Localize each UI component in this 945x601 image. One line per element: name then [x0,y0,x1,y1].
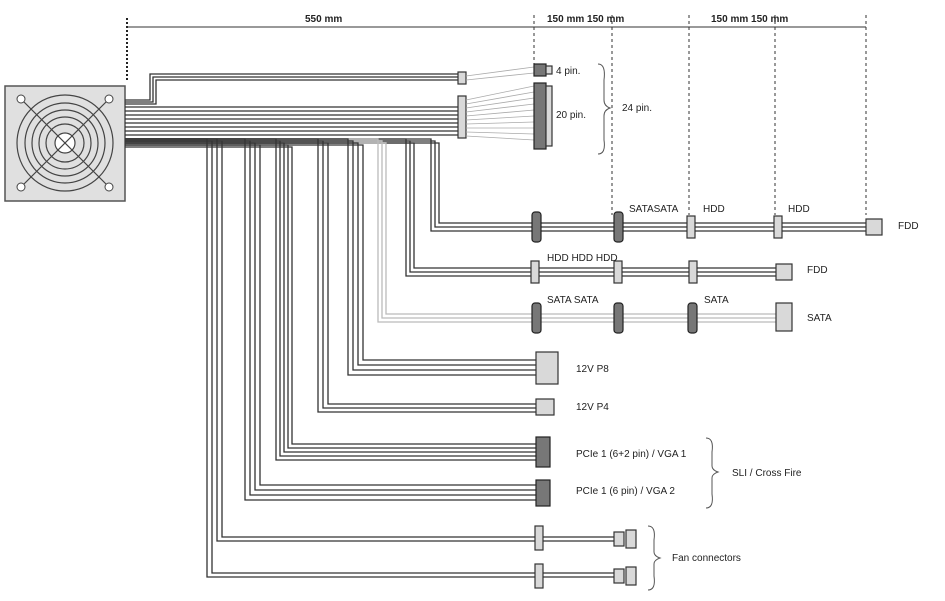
p8-connector-icon [535,351,559,385]
brace-fan [647,525,662,591]
label-20pin: 20 pin. [556,110,586,121]
label-hdd-row: HDD HDD HDD [547,253,618,264]
sata-connector-icon [531,302,542,334]
label-4pin: 4 pin. [556,66,580,77]
psu-unit [4,85,126,202]
label-fdd-mid: FDD [807,265,828,276]
label-fan: Fan connectors [672,553,741,564]
hdd-connector-icon [530,260,540,284]
fan-plug-icon [625,529,637,549]
connectors-pcie: PCIe 1 (6+2 pin) / VGA 1 PCIe 1 (6 pin) … [535,436,802,509]
label-pcie2: PCIe 1 (6 pin) / VGA 2 [576,486,675,497]
label-sata-end: SATA [807,313,832,324]
fdd-connector-icon [775,263,793,281]
label-pcie1: PCIe 1 (6+2 pin) / VGA 1 [576,449,687,460]
sata-connector-icon [613,211,624,243]
connectors-cpu: 12V P8 12V P4 [535,351,609,416]
label-p8: 12V P8 [576,364,609,375]
connectors-sata-row: SATA SATA SATA SATA [531,295,832,334]
dim-150-150-b: 150 mm 150 mm [711,14,788,25]
dim-150-150-a: 150 mm 150 mm [547,14,624,25]
hdd-connector-icon [688,260,698,284]
label-hdd-b: HDD [788,204,810,215]
connector-20pin-icon [533,82,553,150]
sata-power-connector-icon [775,302,793,332]
brace-24pin [597,63,612,155]
label-24pin: 24 pin. [622,103,652,114]
hdd-connector-icon [686,215,696,239]
fan-plug-icon [613,568,625,584]
dim-550: 550 mm [305,14,342,25]
pcie-8pin-connector-icon [535,436,551,468]
dimension-lines: 550 mm 150 mm 150 mm 150 mm 150 mm [126,14,867,215]
sata-connector-icon [687,302,698,334]
sata-connector-icon [531,211,542,243]
label-fdd-top: FDD [898,221,919,232]
label-sata-sata-top: SATASATA [629,204,679,215]
cable-trunk [125,138,870,578]
hdd-connector-icon [613,260,623,284]
fan-plug-icon [613,531,625,547]
pcie-6pin-connector-icon [535,479,551,507]
atx-cable-bundle: 4 pin. 20 pin. 24 pin. [125,63,652,155]
fan-connector-icon [534,525,544,551]
label-p4: 12V P4 [576,402,609,413]
label-sata-mid: SATA [704,295,729,306]
sata-connector-icon [613,302,624,334]
fan-plug-icon [625,566,637,586]
label-sli: SLI / Cross Fire [732,468,802,479]
label-hdd-a: HDD [703,204,725,215]
fdd-connector-icon [865,218,883,236]
p4-connector-icon [535,398,555,416]
hdd-connector-icon [773,215,783,239]
fan-grille-icon [16,94,114,192]
brace-sli [705,437,720,509]
fan-connector-icon [534,563,544,589]
connectors-top-row: SATASATA HDD HDD FDD [531,204,919,243]
connector-4pin-icon [533,63,553,77]
connectors-fan: Fan connectors [534,525,741,591]
connectors-hdd-row: HDD HDD HDD FDD [530,253,828,284]
label-sata-sata-row: SATA SATA [547,295,599,306]
